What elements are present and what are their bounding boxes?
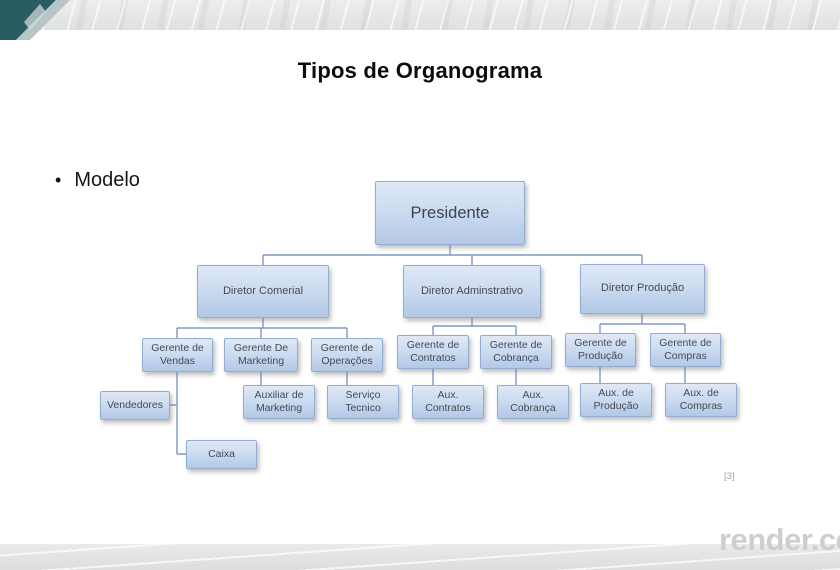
org-node-aux-compras: Aux. de Compras — [665, 383, 737, 417]
org-node-aux-producao: Aux. de Produção — [580, 383, 652, 417]
org-node-servico-tecnico: Serviço Tecnico — [327, 385, 399, 419]
org-node-gerente-operacoes: Gerente de Operações — [311, 338, 383, 372]
org-node-aux-contratos: Aux. Contratos — [412, 385, 484, 419]
org-node-gerente-contratos: Gerente de Contratos — [397, 335, 469, 369]
bullet-label: Modelo — [74, 169, 140, 191]
org-node-auxiliar-marketing: Auxiliar de Marketing — [243, 385, 315, 419]
org-node-caixa: Caixa — [186, 440, 257, 469]
top-decoration-band — [0, 0, 840, 30]
org-node-diretor-administrativo: Diretor Adminstrativo — [403, 265, 541, 318]
org-node-gerente-marketing: Gerente De Marketing — [224, 338, 298, 372]
org-node-diretor-producao: Diretor Produção — [580, 264, 705, 314]
org-node-presidente: Presidente — [375, 181, 525, 245]
org-node-diretor-comercial: Diretor Comerial — [197, 265, 329, 318]
watermark: render.co — [718, 522, 840, 557]
page-title: Tipos de Organograma — [297, 58, 543, 83]
bullet-marker: • — [55, 170, 62, 190]
org-node-gerente-vendas: Gerente de Vendas — [142, 338, 213, 372]
corner-logo-icon — [0, 0, 70, 40]
org-node-gerente-producao: Gerente de Produção — [565, 333, 636, 367]
citation-reference: [3] — [724, 471, 735, 482]
org-node-gerente-compras: Gerente de Compras — [650, 333, 721, 367]
org-node-aux-cobranca: Aux. Cobrança — [497, 385, 569, 419]
org-node-vendedores: Vendedores — [100, 391, 170, 420]
org-node-gerente-cobranca: Gerente de Cobrança — [480, 335, 552, 369]
bottom-decoration-band — [0, 544, 840, 570]
bullet-item-modelo: • Modelo — [55, 169, 140, 192]
